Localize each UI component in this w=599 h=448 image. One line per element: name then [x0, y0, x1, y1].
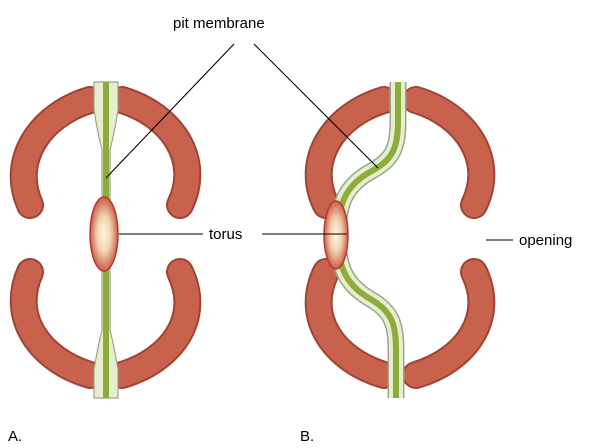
panel-b-torus — [324, 201, 348, 269]
panel-b-label: B. — [300, 428, 314, 445]
panel-a-pit — [24, 82, 188, 398]
panel-a-label: A. — [8, 428, 22, 445]
panel-a-torus — [90, 197, 118, 271]
pit-membrane-label: pit membrane — [173, 15, 265, 32]
torus-label: torus — [209, 226, 242, 243]
opening-label: opening — [519, 232, 572, 249]
panel-b-pit — [319, 82, 482, 398]
